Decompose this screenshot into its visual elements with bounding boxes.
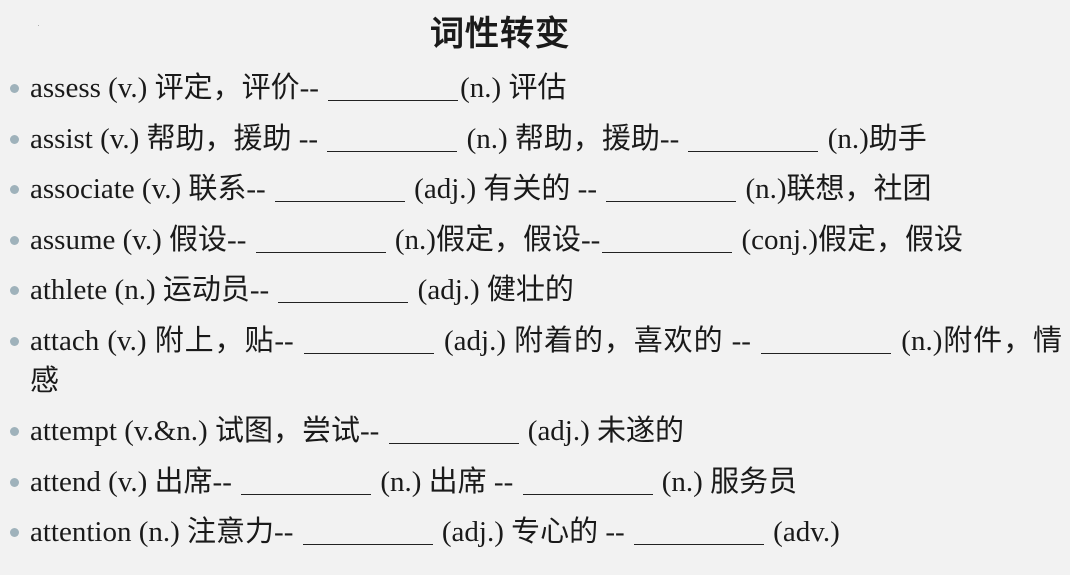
list-item-attention: attention (n.) 注意力-- (adj.) 专心的 -- (adv.…	[0, 512, 1070, 552]
decorative-speck	[38, 25, 39, 26]
item-text: (n.)附件，情感	[30, 324, 1062, 397]
fill-blank	[278, 274, 409, 303]
list-item-attach: attach (v.) 附上，贴-- (adj.) 附着的，喜欢的 -- (n.…	[0, 321, 1070, 401]
item-text: (n.)助手	[820, 122, 927, 155]
item-text: (n.) 帮助，援助--	[459, 122, 687, 155]
list-item-attend: attend (v.) 出席-- (n.) 出席 -- (n.) 服务员	[0, 462, 1070, 502]
item-text: attend (v.) 出席--	[30, 465, 240, 498]
bullet-icon	[10, 336, 19, 346]
item-text: attempt (v.&n.) 试图，尝试--	[30, 415, 387, 447]
fill-blank	[688, 123, 819, 152]
item-text: (n.) 服务员	[654, 465, 798, 498]
list-item-athlete: athlete (n.) 运动员-- (adj.) 健壮的	[0, 270, 1070, 310]
bullet-icon	[10, 528, 19, 537]
item-text: attention (n.) 注意力--	[30, 516, 301, 548]
fill-blank	[522, 466, 653, 495]
item-text: (adj.) 专心的 --	[434, 516, 632, 548]
item-text: (adj.) 未遂的	[520, 415, 685, 447]
item-text: assess (v.) 评定，评价--	[30, 72, 327, 104]
list-item-attempt: attempt (v.&n.) 试图，尝试-- (adj.) 未遂的	[0, 411, 1070, 451]
item-text: associate (v.) 联系--	[30, 173, 273, 205]
list-item-associate: associate (v.) 联系-- (adj.) 有关的 -- (n.)联想…	[0, 169, 1070, 209]
fill-blank	[241, 466, 372, 495]
fill-blank	[274, 173, 405, 202]
fill-blank	[761, 325, 892, 354]
bullet-icon	[10, 427, 19, 436]
fill-blank	[328, 72, 459, 101]
list-item-assess: assess (v.) 评定，评价-- (n.) 评估	[0, 68, 1070, 108]
fill-blank	[602, 224, 733, 253]
fill-blank	[303, 325, 434, 354]
item-text: (adj.) 健壮的	[410, 274, 574, 306]
fill-blank	[388, 415, 519, 444]
bullet-icon	[10, 84, 19, 93]
item-text: (n.) 评估	[460, 72, 567, 104]
item-text: (n.) 出席 --	[373, 465, 521, 498]
bullet-icon	[10, 235, 19, 245]
bullet-icon	[10, 286, 19, 295]
slide-title-text: 词性转变	[430, 16, 570, 53]
item-text: (n.)联想，社团	[738, 173, 932, 205]
item-text: athlete (n.) 运动员--	[30, 274, 277, 306]
item-text: (adv.)	[765, 516, 840, 548]
slide-title: 词性转变	[0, 12, 1070, 58]
vocabulary-list: assess (v.) 评定，评价-- (n.) 评估 assist (v.) …	[0, 68, 1070, 563]
item-text: assume (v.) 假设--	[30, 223, 254, 256]
fill-blank	[327, 123, 458, 152]
item-text: attach (v.) 附上，贴--	[30, 324, 302, 357]
list-item-assist: assist (v.) 帮助，援助 -- (n.) 帮助，援助-- (n.)助手	[0, 119, 1070, 159]
list-item-assume: assume (v.) 假设-- (n.)假定，假设-- (conj.)假定，假…	[0, 220, 1070, 260]
bullet-icon	[10, 134, 19, 144]
fill-blank	[255, 224, 386, 253]
item-text: (adj.) 有关的 --	[406, 173, 605, 205]
fill-blank	[302, 516, 433, 545]
item-text: (n.)假定，假设--	[387, 223, 601, 256]
item-text: (adj.) 附着的，喜欢的 --	[435, 324, 760, 357]
fill-blank	[606, 173, 737, 202]
bullet-icon	[10, 185, 19, 194]
fill-blank	[633, 516, 764, 545]
bullet-icon	[10, 477, 19, 487]
item-text: (conj.)假定，假设	[734, 223, 964, 256]
item-text: assist (v.) 帮助，援助 --	[30, 122, 326, 155]
